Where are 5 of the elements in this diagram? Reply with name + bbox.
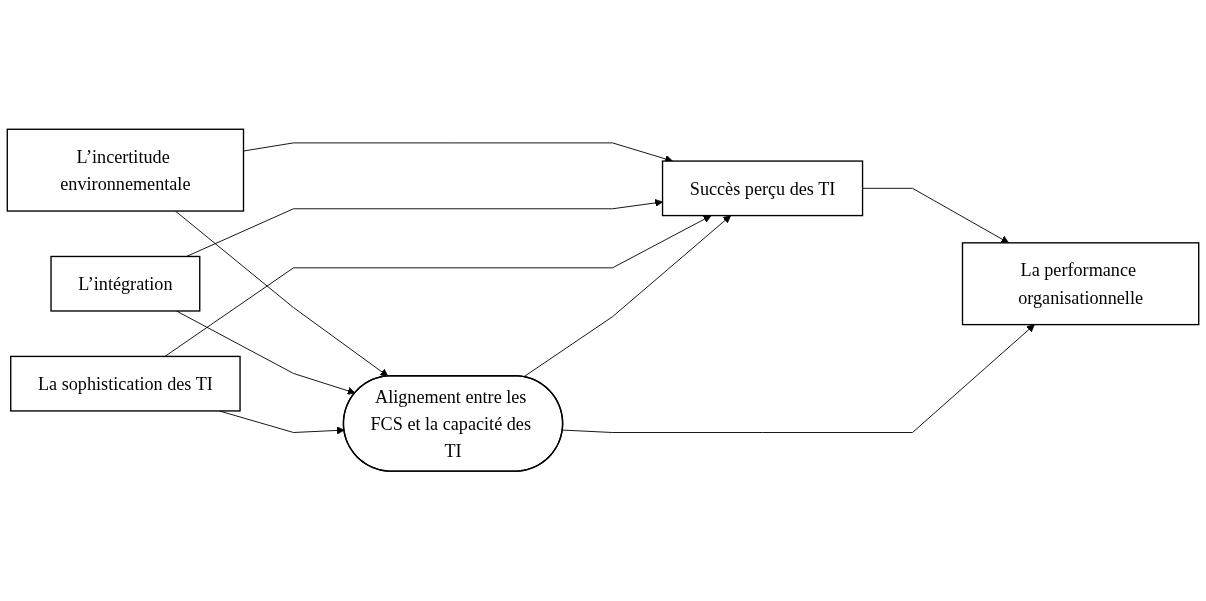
node-box: La performance organisationnelle bbox=[961, 242, 1200, 326]
node-box: L’intégration bbox=[50, 256, 201, 312]
node-box: La sophistication des TI bbox=[10, 356, 241, 412]
node-box: Succès perçu des TI bbox=[661, 160, 864, 217]
node-box: L’incertitude environnementale bbox=[6, 128, 245, 212]
